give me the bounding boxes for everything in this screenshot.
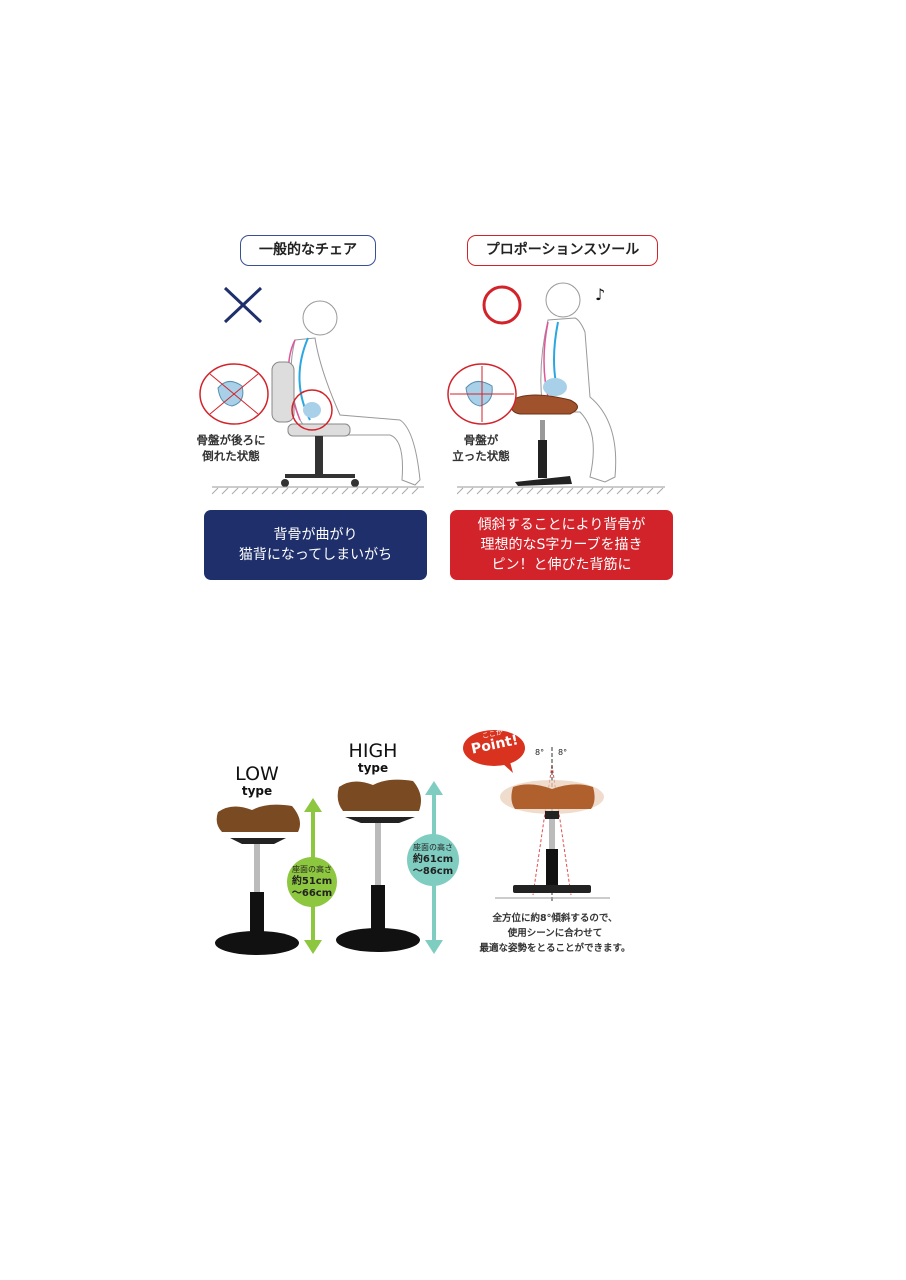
height-label: 座面の高さ — [413, 843, 453, 852]
low-height-badge: 座面の高さ 約51cm 〜66cm — [287, 857, 337, 907]
caption-line: 骨盤が — [463, 433, 499, 447]
message-line: 猫背になってしまいがち — [238, 547, 393, 563]
high-height-badge: 座面の高さ 約61cm 〜86cm — [407, 834, 459, 886]
pelvis-caption-general: 骨盤が後ろに 倒れた状態 — [184, 432, 278, 464]
low-stool-image — [215, 804, 300, 955]
floor-hatch — [212, 486, 424, 495]
message-line: 背骨が曲がり — [273, 527, 358, 543]
caption-line: 立った状態 — [452, 449, 510, 463]
message-line: 傾斜することにより背骨が — [477, 517, 646, 533]
cross-icon — [223, 286, 263, 324]
caption-line: 骨盤が後ろに — [196, 433, 266, 447]
note-line: 全方位に約8°傾斜するので、 — [492, 913, 618, 924]
proportion-stool-title: プロポーションスツール — [467, 235, 658, 266]
caption-line: 倒れた状態 — [202, 449, 260, 463]
height-min: 約51cm — [291, 876, 333, 887]
slouching-person-illustration — [271, 300, 421, 487]
point-badge-bubble — [463, 730, 525, 773]
high-type-label: type — [357, 761, 389, 775]
high-stool-image — [336, 779, 421, 952]
note-line: 最適な姿勢をとることができます。 — [479, 943, 631, 954]
pelvis-caption-stool: 骨盤が 立った状態 — [436, 432, 526, 464]
message-line: 理想的なS字カーブを描き — [480, 537, 643, 553]
low-type-label: type — [241, 784, 273, 798]
tilt-angle-right: 8° — [558, 748, 568, 757]
height-max: 〜66cm — [291, 888, 333, 899]
height-max: 〜86cm — [412, 866, 454, 877]
pelvis-upright-diagram — [447, 363, 517, 425]
height-min: 約61cm — [412, 854, 454, 865]
general-chair-message: 背骨が曲がり 猫背になってしまいがち — [204, 510, 427, 580]
proportion-stool-message: 傾斜することにより背骨が 理想的なS字カーブを描き ピン！と伸びた背筋に — [450, 510, 673, 580]
message-line: ピン！と伸びた背筋に — [491, 557, 632, 573]
tilt-note: 全方位に約8°傾斜するので、 使用シーンに合わせて 最適な姿勢をとることができま… — [460, 911, 650, 956]
circle-ok-icon — [482, 285, 522, 325]
note-line: 使用シーンに合わせて — [507, 928, 603, 939]
height-label: 座面の高さ — [292, 865, 332, 874]
low-type-title: LOW type — [226, 763, 288, 798]
upright-person-illustration: ♪ — [510, 282, 617, 486]
floor-hatch — [457, 486, 665, 495]
general-chair-title: 一般的なチェア — [240, 235, 376, 266]
tilt-stool-diagram — [495, 747, 610, 903]
svg-text:♪: ♪ — [595, 285, 605, 304]
tilt-angle-left: 8° — [535, 748, 545, 757]
high-name: HIGH — [348, 740, 398, 762]
high-type-title: HIGH type — [342, 740, 404, 775]
pelvis-tilted-back-diagram — [199, 363, 269, 425]
low-name: LOW — [235, 763, 279, 785]
